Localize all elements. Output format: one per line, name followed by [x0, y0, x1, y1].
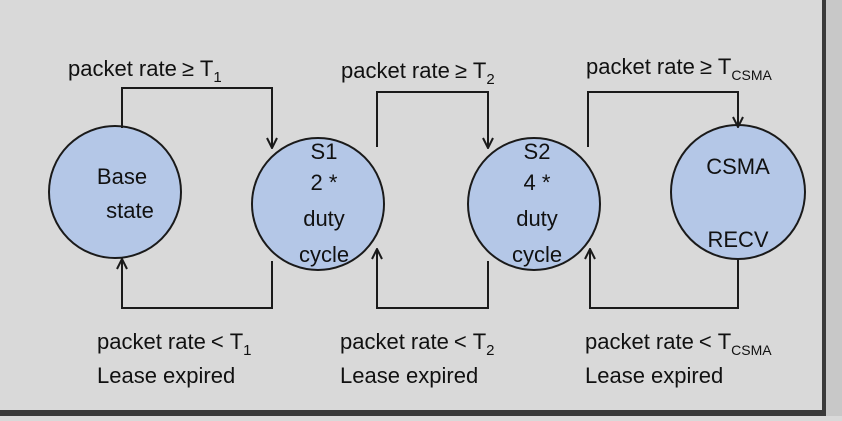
transition-down-label-2-op: <: [454, 329, 467, 354]
state-csma-line-2: RECV: [707, 227, 768, 252]
transition-up-label-3: packet rate≥TCSMA: [586, 54, 772, 83]
state-s1-circle: [251, 137, 385, 271]
transition-up-label-3-threshold: T: [718, 54, 731, 79]
slide-outer-margin: [826, 0, 842, 416]
state-s2: S2 4 * duty cycle: [467, 137, 601, 271]
transition-up-arrow-3: [587, 91, 738, 147]
state-base: Base state: [48, 125, 182, 259]
state-base-line-1: Base: [97, 164, 147, 189]
transition-up-label-3-op: ≥: [700, 54, 712, 79]
transition-down-arrow-1: [122, 260, 273, 309]
state-s1-line-4: cycle: [299, 242, 349, 267]
transition-up-label-1-text: packet rate: [68, 56, 177, 81]
transition-down-label-2-text: packet rate: [340, 329, 449, 354]
transition-down-label-3-text: packet rate: [585, 329, 694, 354]
transition-up-arrow-2: [376, 91, 488, 147]
transition-up-label-3-sub: CSMA: [731, 67, 772, 83]
state-base-line-2: state: [106, 198, 154, 223]
state-s2-line-4: cycle: [512, 242, 562, 267]
state-csma-line-1: CSMA: [706, 154, 770, 179]
transition-up-label-2: packet rate≥T2: [341, 58, 495, 88]
transition-up-label-1-op: ≥: [182, 56, 194, 81]
transition-down-label-1-text: packet rate: [97, 329, 206, 354]
state-s2-line-1: S2: [524, 139, 551, 164]
transition-down-label-3-threshold: T: [718, 329, 731, 354]
transition-down-label-3-op: <: [699, 329, 712, 354]
transition-up-label-2-threshold: T: [473, 58, 486, 83]
transition-up-label-1: packet rate≥T1: [68, 56, 222, 86]
state-s1-line-1: S1: [311, 139, 338, 164]
transition-up-label-2-text: packet rate: [341, 58, 450, 83]
transition-down-label-3: packet rate<TCSMA: [585, 329, 772, 358]
transition-up-arrow-1: [121, 87, 272, 147]
transition-down-label-2-sub: 2: [486, 342, 494, 359]
transition-down-label-1-sub: 1: [243, 342, 251, 359]
transition-down-note-1: Lease expired: [97, 363, 235, 388]
state-s2-line-3: duty: [516, 206, 558, 231]
transition-up-label-2-op: ≥: [455, 58, 467, 83]
transition-down-label-2: packet rate<T2: [340, 329, 495, 359]
state-s1: S1 2 * duty cycle: [251, 137, 385, 271]
transition-down-note-2: Lease expired: [340, 363, 478, 388]
state-s1-line-3: duty: [303, 206, 345, 231]
transition-down-label-1: packet rate<T1: [97, 329, 252, 359]
transition-up-label-3-text: packet rate: [586, 54, 695, 79]
slide-border-bottom: [0, 410, 826, 416]
state-s2-line-2: 4 *: [524, 170, 551, 195]
state-csma: CSMA RECV: [670, 124, 806, 260]
slide-border-right: [822, 0, 826, 416]
transition-down-note-3: Lease expired: [585, 363, 723, 388]
transition-up-label-1-sub: 1: [213, 69, 221, 86]
transition-down-label-1-op: <: [211, 329, 224, 354]
transition-down-arrow-2: [377, 250, 489, 309]
transition-down-arrow-3: [590, 250, 739, 309]
transition-up-label-1-threshold: T: [200, 56, 213, 81]
state-base-circle: [48, 125, 182, 259]
state-s1-line-2: 2 *: [311, 170, 338, 195]
transition-down-label-3-sub: CSMA: [731, 342, 772, 358]
transition-down-label-2-threshold: T: [473, 329, 486, 354]
transition-down-label-1-threshold: T: [230, 329, 243, 354]
state-s2-circle: [467, 137, 601, 271]
transition-up-label-2-sub: 2: [486, 71, 494, 88]
